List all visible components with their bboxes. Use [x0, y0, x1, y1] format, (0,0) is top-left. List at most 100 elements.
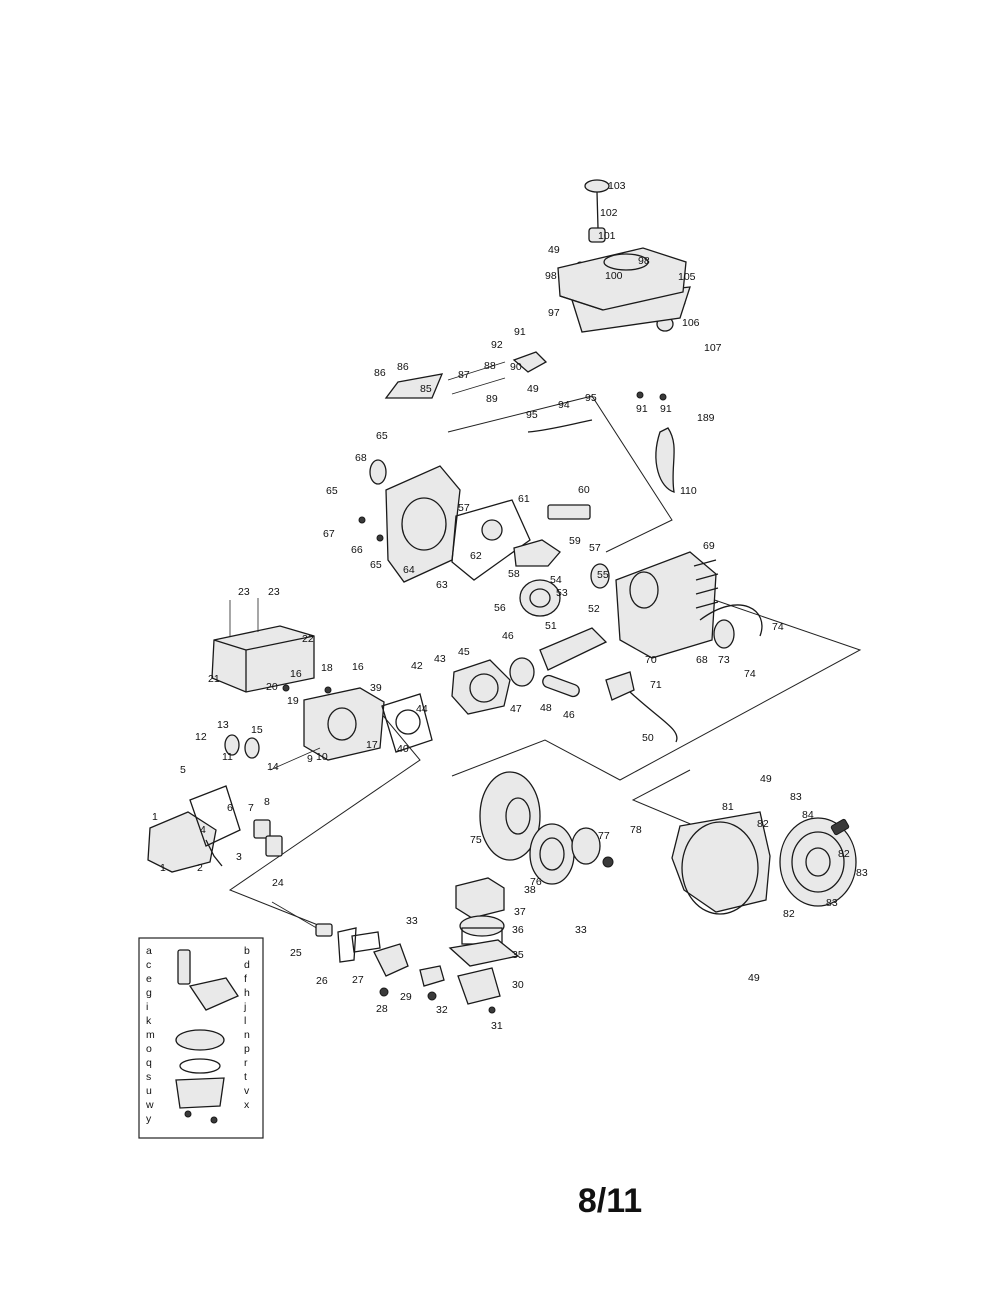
callout-label: 57	[589, 542, 601, 554]
inset-letter: b	[244, 945, 250, 957]
inset-letter: n	[244, 1029, 250, 1041]
callout-label: 63	[436, 579, 448, 591]
recoil-starter	[671, 811, 857, 915]
callout-label: 95	[585, 392, 597, 404]
callout-label: 46	[563, 709, 575, 721]
callout-label: 82	[838, 848, 850, 860]
callout-label: 27	[352, 974, 364, 986]
callout-label: 23	[268, 586, 280, 598]
callout-label: 85	[420, 383, 432, 395]
callout-label: 43	[434, 653, 446, 665]
callout-label: 3	[236, 851, 242, 863]
callout-label: 57	[458, 502, 470, 514]
callout-label: 78	[630, 824, 642, 836]
callout-label: 51	[545, 620, 557, 632]
callout-label: 33	[406, 915, 418, 927]
valve-cover	[211, 598, 315, 693]
callout-label: 92	[491, 339, 503, 351]
callout-label: 21	[208, 673, 220, 685]
callout-label: 91	[514, 326, 526, 338]
callout-label: 61	[518, 493, 530, 505]
inset-letter: v	[244, 1085, 250, 1097]
callout-label: 105	[678, 271, 696, 283]
callout-label: 84	[802, 809, 814, 821]
callout-label: 38	[524, 884, 536, 896]
callout-label: 82	[783, 908, 795, 920]
callout-label: 36	[512, 924, 524, 936]
callout-label: 82	[757, 818, 769, 830]
callout-label: 25	[290, 947, 302, 959]
inset-letter: h	[244, 987, 250, 999]
callout-label: 11	[222, 751, 233, 763]
callout-label: 59	[569, 535, 581, 547]
callout-label: 23	[238, 586, 250, 598]
callout-label: 49	[748, 972, 760, 984]
callout-label: 75	[470, 834, 482, 846]
fuel-tank	[384, 247, 691, 493]
callout-label: 65	[376, 430, 388, 442]
callout-label: 12	[195, 731, 207, 743]
callout-label: 37	[514, 906, 526, 918]
callout-label: 71	[650, 679, 662, 691]
inset-letter: c	[146, 959, 151, 971]
callout-label: 62	[470, 550, 482, 562]
callout-label: 83	[856, 867, 868, 879]
inset-letter: m	[146, 1029, 155, 1041]
callout-label: 24	[272, 877, 284, 889]
callout-label: 49	[527, 383, 539, 395]
callout-label: 97	[548, 307, 560, 319]
callout-label: 16	[290, 668, 302, 680]
callout-label: 5	[180, 764, 186, 776]
air-filter-assembly	[448, 877, 520, 1014]
callout-label: 52	[588, 603, 600, 615]
callout-label: 2	[197, 862, 203, 874]
inset-letter: a	[146, 945, 152, 957]
callout-label: 98	[638, 255, 650, 267]
callout-label: 94	[558, 399, 570, 411]
callout-label: 60	[578, 484, 590, 496]
callout-label: 102	[600, 207, 618, 219]
callout-label: 1	[152, 811, 158, 823]
callout-label: 33	[575, 924, 587, 936]
page-number: 8/11	[577, 1182, 643, 1220]
inset-letter: f	[244, 973, 247, 985]
callout-label: 88	[484, 360, 496, 372]
callout-label: 28	[376, 1003, 388, 1015]
inset-letter: p	[244, 1043, 250, 1055]
callout-label: 87	[458, 369, 470, 381]
callout-label: 107	[704, 342, 722, 354]
callout-label: 48	[540, 702, 552, 714]
callout-label: 49	[760, 773, 772, 785]
callout-label: 54	[550, 574, 562, 586]
callout-label: 47	[510, 703, 522, 715]
callout-label: 8	[264, 796, 270, 808]
callout-label: 39	[370, 682, 382, 694]
callout-label: 6	[227, 802, 233, 814]
callout-label: 103	[608, 180, 626, 192]
group-boundary-lines	[228, 395, 862, 926]
callout-label: 100	[605, 270, 623, 282]
rocker-and-valves	[224, 734, 321, 857]
callout-label: 189	[697, 412, 715, 424]
inset-letter: j	[243, 1001, 246, 1013]
callout-label: 35	[512, 949, 524, 961]
callout-label: 81	[722, 801, 734, 813]
callout-label: 55	[597, 569, 609, 581]
callout-label: 68	[355, 452, 367, 464]
callout-label: 46	[502, 630, 514, 642]
callout-label: 49	[548, 244, 560, 256]
inset-letter: g	[146, 987, 152, 999]
callout-label: 32	[436, 1004, 448, 1016]
callout-label: 1	[160, 862, 166, 874]
callout-label: 7	[248, 802, 254, 814]
inset-letter: i	[146, 1001, 148, 1013]
callout-label: 74	[744, 668, 756, 680]
inset-letter: y	[146, 1113, 152, 1125]
callout-label: 30	[512, 979, 524, 991]
callout-label: 70	[645, 654, 657, 666]
callout-label: 83	[826, 897, 838, 909]
callout-label: 44	[416, 703, 428, 715]
inset-letter: e	[146, 973, 152, 985]
rocker-cover-left	[147, 785, 241, 873]
